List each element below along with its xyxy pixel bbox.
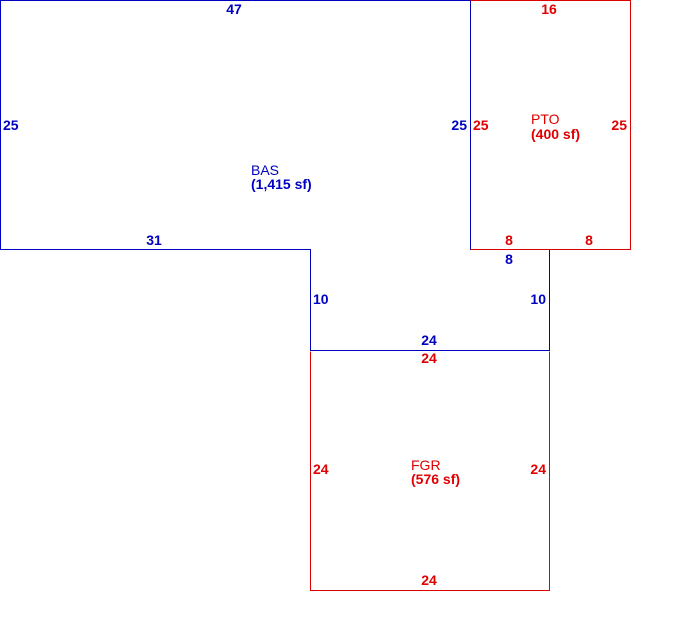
pto-left-dimension: 25: [473, 117, 489, 133]
pto-outline: [470, 0, 631, 250]
fgr-top-dimension: 24: [421, 350, 437, 366]
pto-area-label: (400 sf): [531, 126, 580, 142]
bas-outline: [0, 0, 550, 351]
pto-right-dimension: 25: [611, 117, 627, 133]
fgr-left-dimension: 24: [313, 461, 329, 477]
pto-top-dimension: 16: [541, 1, 557, 17]
pto-bottom-left-dimension: 8: [505, 232, 513, 248]
bas-code-label: BAS: [251, 162, 279, 178]
bas-area-label: (1,415 sf): [251, 176, 312, 192]
bas-right-upper-dimension: 25: [451, 117, 467, 133]
bas-bottom-left-dimension: 31: [146, 232, 162, 248]
fgr-right-dimension: 24: [530, 461, 546, 477]
fgr-area-label: (576 sf): [411, 471, 460, 487]
pto-bottom-right-dimension: 8: [585, 232, 593, 248]
fgr-bottom-dimension: 24: [421, 572, 437, 588]
fgr-code-label: FGR: [411, 457, 441, 473]
pto-code-label: PTO: [531, 111, 560, 127]
bas-bottom-right-dimension: 8: [505, 251, 513, 267]
bas-right-lower-dimension: 10: [530, 291, 546, 307]
bas-left-dimension: 25: [3, 117, 19, 133]
bas-bottom-dimension: 24: [421, 332, 437, 348]
bas-inner-left-dimension: 10: [313, 291, 329, 307]
bas-top-dimension: 47: [226, 1, 242, 17]
fgr-outline: [310, 351, 550, 591]
